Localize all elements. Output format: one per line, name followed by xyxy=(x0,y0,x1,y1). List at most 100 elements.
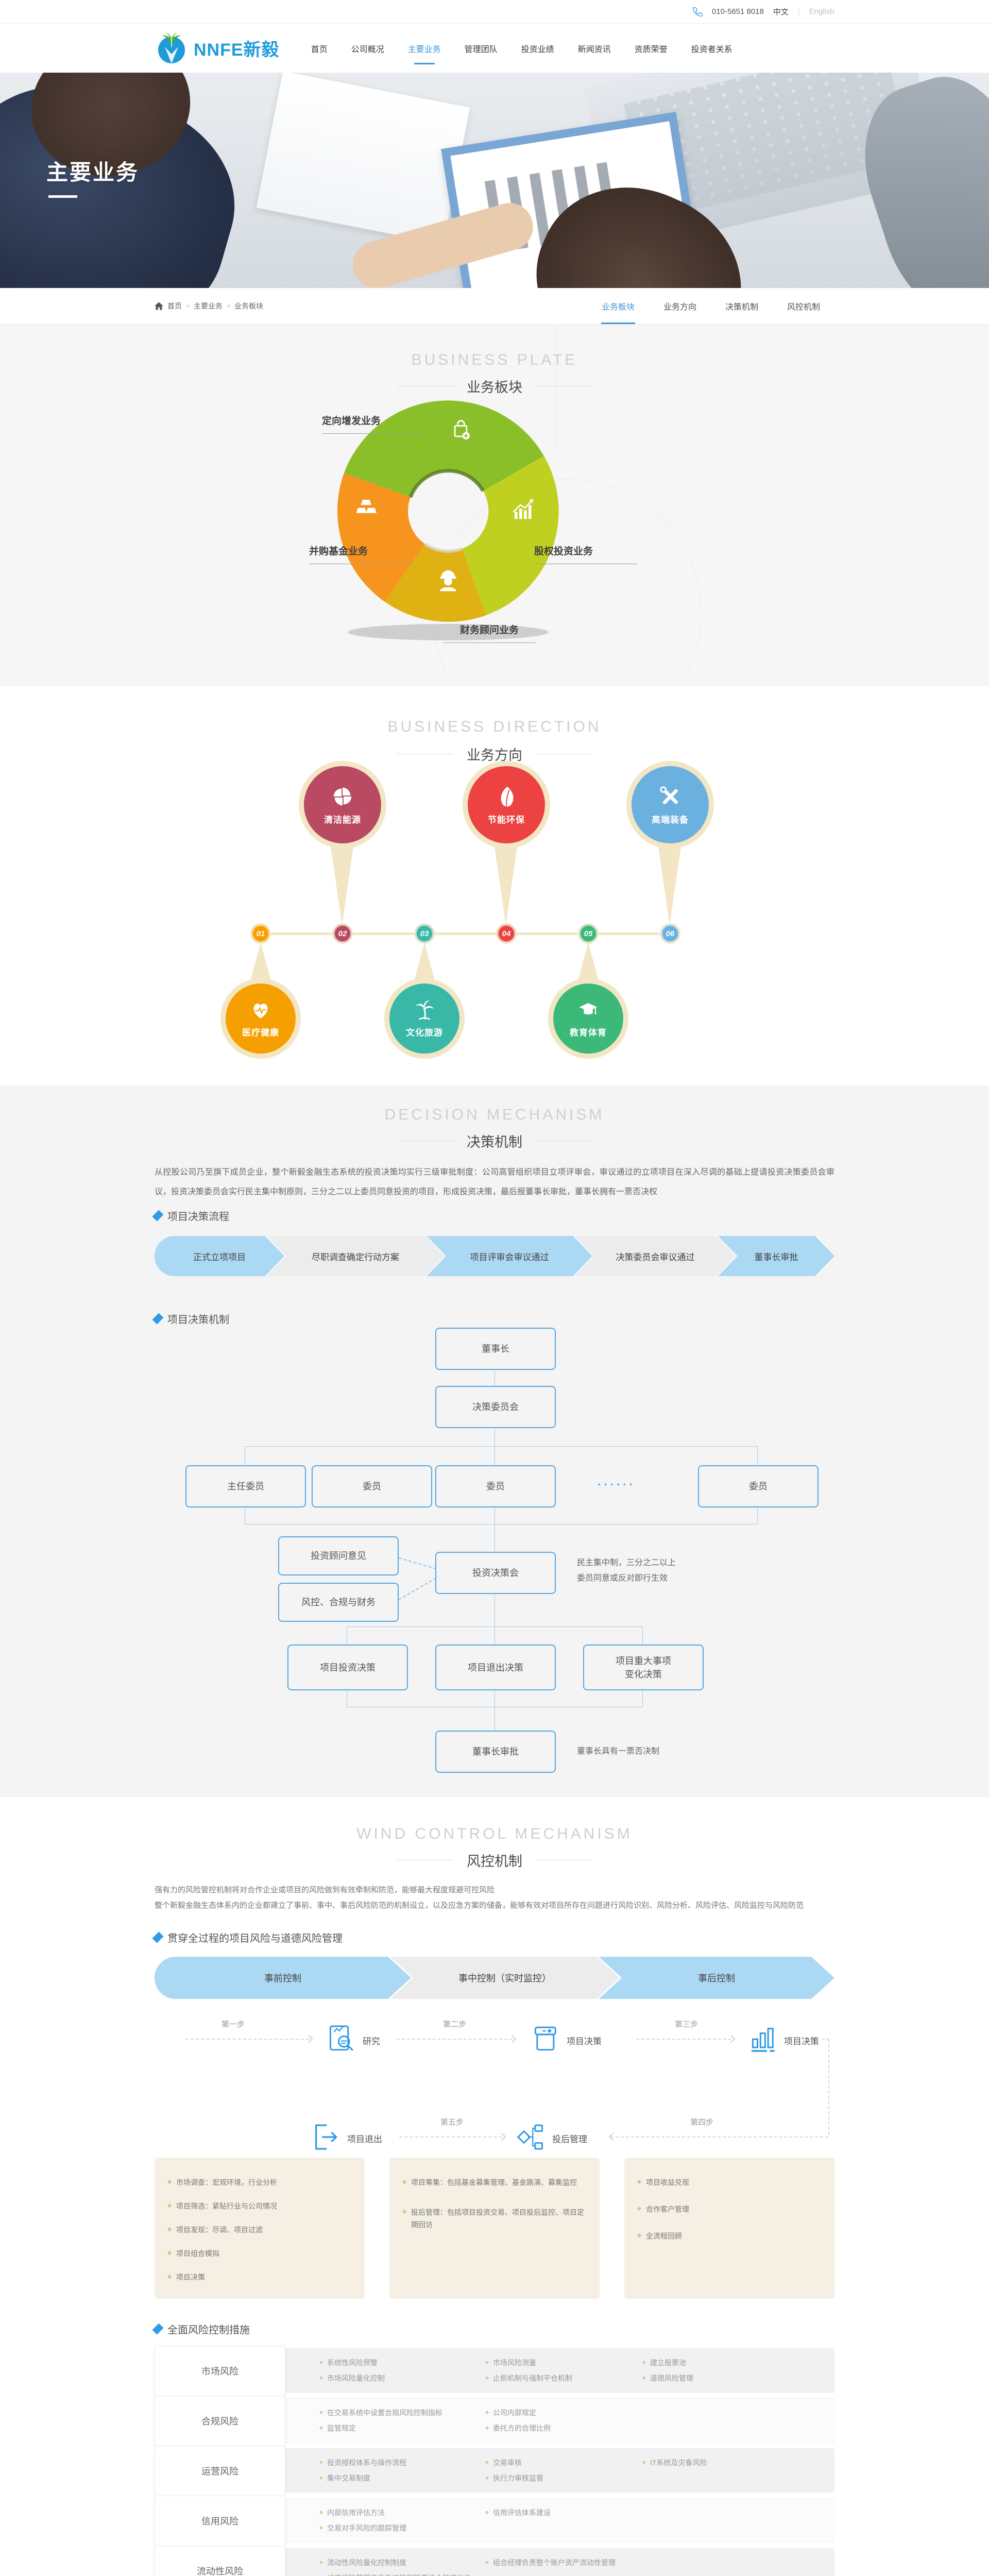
nav-item-investor[interactable]: 投资者关系 xyxy=(691,45,732,54)
subhead-decision-flow: 项目决策流程 xyxy=(152,1208,229,1223)
tab-decision-mechanism[interactable]: 决策机制 xyxy=(725,303,758,312)
logo-icon xyxy=(155,31,189,65)
section-title-en: BUSINESS DIRECTION xyxy=(387,718,602,735)
main-navbar: NNFE新毅 首页 公司概况 主要业务 管理团队 投资业绩 新闻资讯 资质荣誉 … xyxy=(0,24,989,73)
breadcrumb-bar: 首页 > 主要业务 > 业务板块 业务板块 业务方向 决策机制 风控机制 xyxy=(0,288,989,325)
section-business-direction: BUSINESS DIRECTION 业务方向 清洁能源 节能环保 高端装备 医… xyxy=(0,686,989,1086)
section-title-zh: 风控机制 xyxy=(155,1850,834,1870)
tab-business-plate[interactable]: 业务板块 xyxy=(587,288,649,324)
utility-bar: 010-5651 8018 中文 | English xyxy=(0,0,989,24)
step-name-3: 项目决策 xyxy=(784,2037,819,2046)
breadcrumb-separator: > xyxy=(227,302,231,310)
tab-wind-control[interactable]: 风控机制 xyxy=(787,303,820,312)
network-diamond-icon xyxy=(515,2121,548,2156)
banner-photo-paper xyxy=(256,73,470,244)
card-research: 市场调查：宏观环境，行业分析项目筛选：紧贴行业与公司情况项目发现：尽调、项目过滤… xyxy=(155,2158,365,2299)
breadcrumb-home[interactable]: 首页 xyxy=(167,302,182,310)
timeline-number: 04 xyxy=(496,923,517,944)
org-risk-compliance: 风控、合规与财务 xyxy=(278,1583,399,1622)
org-investment-meeting: 投资决策会 xyxy=(435,1552,556,1594)
tools-icon xyxy=(660,786,678,804)
org-decision-major-change: 项目重大事项变化决策 xyxy=(583,1645,704,1690)
org-advisor: 投资顾问意见 xyxy=(278,1536,399,1575)
risk-row-compliance: 合规风险 在交易系统中设置合规风险控制指标监管规定 公司内部规定委托方的合理比例 xyxy=(155,2396,834,2446)
org-member-chief: 主任委员 xyxy=(185,1465,306,1507)
org-member: 委员 xyxy=(312,1465,432,1507)
risk-row-market: 市场风险 系统性风险预警市场风险量化控制 市场风险测量止损机制与强制平仓机制 建… xyxy=(155,2346,834,2396)
nav-item-news[interactable]: 新闻资讯 xyxy=(577,45,611,54)
logo[interactable]: NNFE新毅 xyxy=(155,31,280,65)
lang-zh[interactable]: 中文 xyxy=(773,8,789,16)
heart-pulse-icon xyxy=(253,1003,268,1019)
timeline-line xyxy=(258,933,673,935)
risk-table: 市场风险 系统性风险预警市场风险量化控制 市场风险测量止损机制与强制平仓机制 建… xyxy=(155,2346,834,2576)
nav-item-business[interactable]: 主要业务 xyxy=(396,24,453,73)
phase-step: 事后控制 xyxy=(599,1957,834,1999)
exit-icon xyxy=(309,2121,342,2156)
archive-box-icon xyxy=(530,2023,562,2058)
org-decision-exit: 项目退出决策 xyxy=(435,1645,556,1690)
pin-tail xyxy=(577,942,600,985)
step-label-5: 第五步 xyxy=(440,2118,464,2127)
breadcrumb-level1[interactable]: 主要业务 xyxy=(194,302,223,310)
plate-label-binggou: 并购基金业务 xyxy=(309,544,412,564)
breadcrumb-level2: 业务板块 xyxy=(234,302,264,310)
flow-step: 正式立项项目 xyxy=(155,1236,284,1276)
org-member: 委员 xyxy=(435,1465,556,1507)
business-plate-donut xyxy=(337,400,559,640)
risk-row-credit: 信用风险 内部信用评估方法交易对手风险的跟踪管理 信用评估体系建设 xyxy=(155,2496,834,2546)
decision-intro: 从控股公司乃至旗下成员企业，整个新毅金融生态系统的投资决策均实行三级审批制度：公… xyxy=(155,1168,834,1196)
direction-pin-06: 高端装备 xyxy=(626,761,714,849)
breadcrumb: 首页 > 主要业务 > 业务板块 xyxy=(155,301,263,311)
subhead-decision-org: 项目决策机制 xyxy=(152,1311,229,1326)
direction-pin-01: 医疗健康 xyxy=(220,978,301,1059)
nav-item-company[interactable]: 公司概况 xyxy=(351,45,384,54)
step-label-4: 第四步 xyxy=(690,2118,714,2127)
section-wind-control: WIND CONTROL MECHANISM 风控机制 强有力的风险管控机制将对… xyxy=(0,1797,989,2576)
flow-step: 决策委员会审议通过 xyxy=(575,1236,736,1276)
plate-label-caiwu: 财务顾问业务 xyxy=(443,622,536,643)
flow-step: 项目评审会审议通过 xyxy=(427,1236,592,1276)
leaf-icon xyxy=(501,786,514,807)
home-icon[interactable] xyxy=(155,302,163,310)
direction-pin-03: 文化旅游 xyxy=(384,978,465,1059)
diamond-icon xyxy=(152,1210,164,1222)
flow-step: 尽职调查确定行动方案 xyxy=(267,1236,444,1276)
nav-item-home[interactable]: 首页 xyxy=(311,45,328,54)
timeline-number: 06 xyxy=(660,923,680,944)
org-decision-invest: 项目投资决策 xyxy=(287,1645,408,1690)
step-name-2: 项目决策 xyxy=(567,2037,602,2046)
step-name-5: 项目退出 xyxy=(347,2134,382,2144)
step-label-2: 第二步 xyxy=(443,2020,467,2029)
diamond-icon xyxy=(152,2323,164,2335)
phase-step: 事中控制（实时监控） xyxy=(390,1957,620,1999)
control-phases: 事前控制 事中控制（实时监控） 事后控制 xyxy=(155,1957,834,1999)
phone-number: 010-5651 8018 xyxy=(711,7,764,16)
section-business-plate: BUSINESS PLATE 业务板块 定向增发业务 并购基金业务 xyxy=(0,325,989,686)
subhead-risk-management: 贯穿全过程的项目风险与道德风险管理 xyxy=(152,1930,343,1945)
direction-pin-02: 清洁能源 xyxy=(299,761,386,849)
direction-pin-04: 节能环保 xyxy=(463,761,550,849)
page-title: 主要业务 xyxy=(46,160,140,184)
org-chairman: 董事长 xyxy=(435,1328,556,1370)
step-label-3: 第三步 xyxy=(675,2020,698,2029)
tab-business-direction[interactable]: 业务方向 xyxy=(663,303,696,312)
bar-chart-icon xyxy=(747,2023,780,2058)
card-fundraising: 项目筹集：包括基金募集管理、基金路演、募集监控投后管理：包括项目投资交易、项目投… xyxy=(389,2158,600,2299)
step-name-4: 投后管理 xyxy=(552,2134,587,2144)
growth-chart-icon xyxy=(510,495,538,525)
phone-icon xyxy=(692,7,703,17)
step-name-1: 研究 xyxy=(363,2037,380,2046)
pinwheel-icon xyxy=(333,787,352,805)
bag-plus-icon xyxy=(448,416,474,446)
section-title-zh: 决策机制 xyxy=(155,1131,834,1151)
wind-paragraph-2: 整个新毅金融生态体系内的企业都建立了事前、事中、事后风险防范的机制设立，以及应急… xyxy=(155,1901,804,1910)
nav-item-honor[interactable]: 资质荣誉 xyxy=(634,45,668,54)
pin-tail xyxy=(658,843,681,925)
risk-row-liquidity: 流动性风险 流动性风险量化控制制度运用风险管理信息系统监测股票组合的流动性 组合… xyxy=(155,2546,834,2576)
pin-tail xyxy=(249,942,272,985)
nav-item-team[interactable]: 管理团队 xyxy=(464,45,498,54)
timeline-number: 05 xyxy=(578,923,599,944)
lang-en[interactable]: English xyxy=(809,7,834,16)
nav-item-performance[interactable]: 投资业绩 xyxy=(521,45,554,54)
